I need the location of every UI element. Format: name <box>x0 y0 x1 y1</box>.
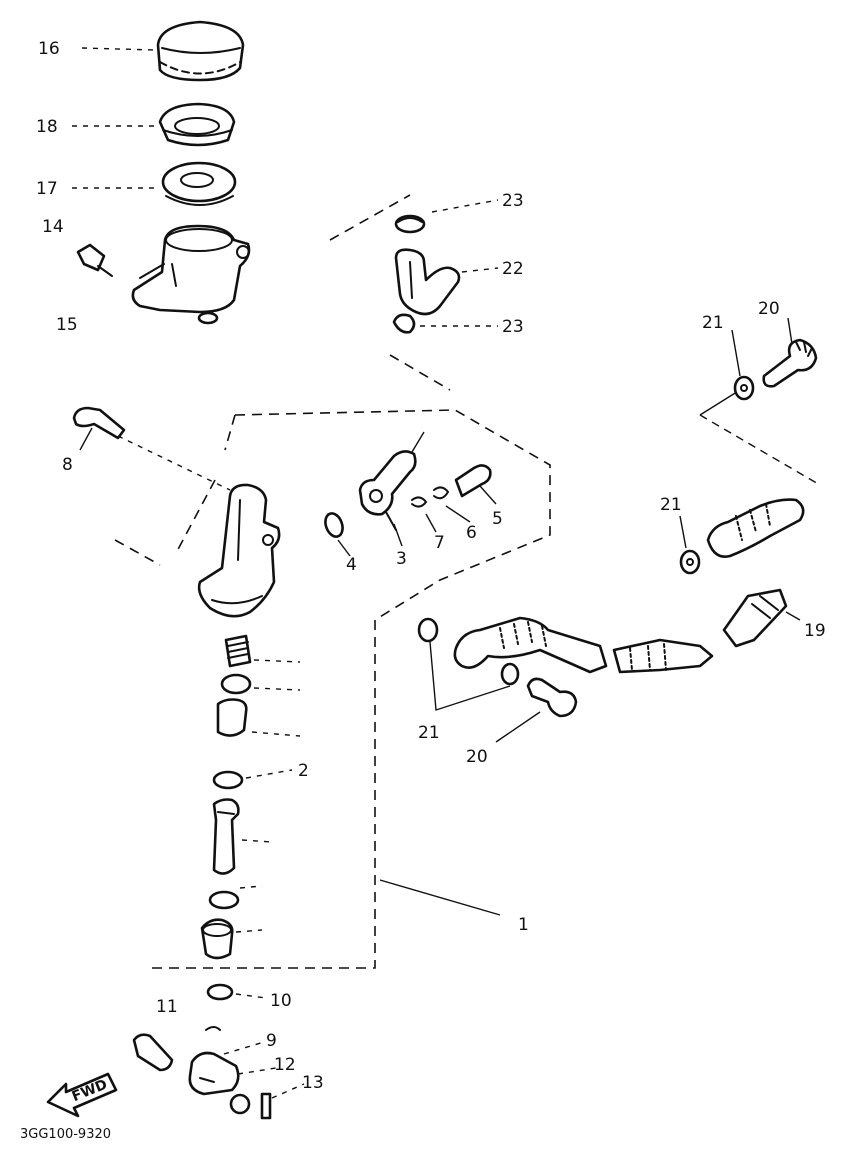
leader-16 <box>81 47 156 51</box>
leader-20-upper <box>787 317 793 345</box>
hose-group-outline <box>379 389 821 916</box>
brake-switch-joint <box>188 1051 240 1096</box>
leader-13 <box>271 1083 305 1099</box>
part-number-21-mid-right: 21 <box>660 495 682 515</box>
leader-22 <box>461 267 499 273</box>
leader-20-lower <box>495 711 541 743</box>
brake-lever-pivot <box>358 450 417 531</box>
reservoir-hose-group-outline <box>329 194 451 391</box>
lower-o-ring <box>206 983 234 1001</box>
part-number-4: 4 <box>346 555 357 575</box>
part-number-23-lower: 23 <box>502 317 524 337</box>
lever-bolt <box>72 406 126 440</box>
leader-21-upper-right <box>731 329 741 377</box>
part-number-11: 11 <box>156 997 178 1017</box>
part-number-20-lower: 20 <box>466 747 488 767</box>
leader-7 <box>425 513 437 533</box>
copper-washer-upper-right <box>733 375 755 401</box>
leader-12 <box>237 1067 277 1075</box>
leader-3-top <box>411 431 425 453</box>
part-number-13: 13 <box>302 1073 324 1093</box>
union-bolt-upper <box>762 338 818 388</box>
part-number-23-upper: 23 <box>502 191 524 211</box>
spring-small <box>411 496 428 508</box>
leader-6 <box>445 505 471 523</box>
leader-3 <box>393 523 403 547</box>
leader-21-lower <box>429 641 511 711</box>
forward-arrow-icon: FWD <box>46 1072 118 1118</box>
hose-clip-upper <box>394 214 426 234</box>
part-number-10: 10 <box>270 991 292 1011</box>
part-number-3: 3 <box>396 549 407 569</box>
leader-23-upper <box>431 199 499 213</box>
leader-10 <box>235 993 267 999</box>
reservoir-body <box>131 224 251 325</box>
part-number-6: 6 <box>466 523 477 543</box>
leader-5 <box>479 485 497 505</box>
part-number-17: 17 <box>36 179 58 199</box>
part-number-9: 9 <box>266 1031 277 1051</box>
leader-9 <box>223 1041 265 1055</box>
leader-19 <box>785 611 801 621</box>
part-number-14: 14 <box>42 217 64 237</box>
gasket <box>205 1026 221 1031</box>
lever-nut <box>433 486 450 500</box>
part-number-21-upper-right: 21 <box>702 313 724 333</box>
reservoir-cap <box>156 20 245 82</box>
part-number-2: 2 <box>298 761 309 781</box>
part-number-8: 8 <box>62 455 73 475</box>
union-bolt-small <box>132 1033 174 1072</box>
part-number-7: 7 <box>434 533 445 553</box>
master-cylinder-body <box>197 483 281 618</box>
reservoir-screw <box>76 243 113 277</box>
part-number-16: 16 <box>38 39 60 59</box>
part-number-1: 1 <box>518 915 529 935</box>
part-number-21-lower: 21 <box>418 723 440 743</box>
leader-8-tick <box>79 427 93 451</box>
brake-hose <box>453 490 812 674</box>
union-bolt-lower <box>526 677 578 718</box>
reservoir-diaphragm <box>161 161 237 206</box>
part-number-12: 12 <box>274 1055 296 1075</box>
part-number-15: 15 <box>56 315 78 335</box>
diaphragm-holder <box>158 102 236 147</box>
part-number-20-upper: 20 <box>758 299 780 319</box>
part-number-5: 5 <box>492 509 503 529</box>
part-number-22: 22 <box>502 259 524 279</box>
hose-clip-lower <box>392 313 416 334</box>
pivot-bolt <box>454 464 492 498</box>
switch-screw <box>229 1092 272 1120</box>
o-ring <box>324 512 344 538</box>
part-number-18: 18 <box>36 117 58 137</box>
copper-washer-mid-right <box>679 549 701 575</box>
leader-21-mid-right <box>679 515 687 549</box>
leader-8 <box>117 435 231 491</box>
diagram-code: 3GG100-9320 <box>20 1127 111 1142</box>
piston-kit <box>200 634 252 960</box>
brake-lever-group-outline <box>114 409 551 969</box>
reservoir-hose <box>394 248 461 316</box>
leader-4 <box>337 539 351 557</box>
piston-kit-leaders <box>235 659 301 933</box>
part-number-19: 19 <box>804 621 826 641</box>
copper-washer-lower <box>417 617 520 686</box>
